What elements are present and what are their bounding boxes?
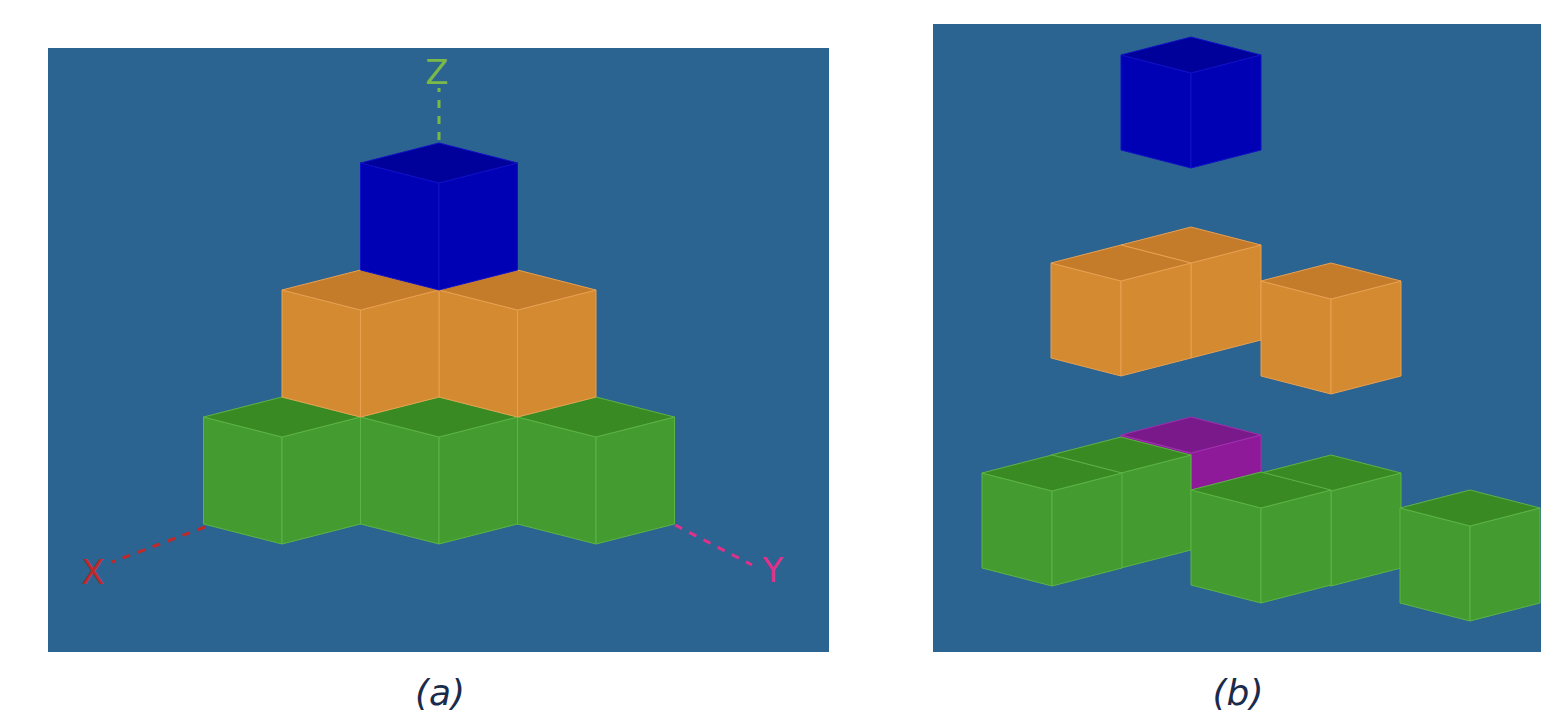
cube-face (1261, 263, 1401, 299)
cube-face (1400, 490, 1540, 526)
cube-face (439, 163, 518, 290)
cube-face (1331, 473, 1401, 586)
cube-face (1121, 455, 1191, 568)
x-axis (112, 527, 205, 562)
cube-face (439, 417, 518, 544)
cube-face (1121, 37, 1261, 73)
z-axis (438, 88, 441, 140)
cube-face (1051, 263, 1121, 376)
cube-face (1400, 508, 1470, 621)
cube-face (361, 163, 440, 290)
cube-face (596, 417, 675, 544)
cube-face (361, 290, 440, 417)
axis-label: X (81, 555, 104, 589)
cubes (204, 37, 1541, 621)
cube-face (1191, 245, 1261, 358)
cube-face (282, 417, 361, 544)
cube-face (1331, 281, 1401, 394)
panel-caption: (b) (1213, 675, 1264, 711)
cube-face (361, 143, 518, 183)
y-axis (675, 525, 752, 565)
axis-label: Z (425, 55, 448, 89)
panel-caption: (a) (415, 675, 465, 711)
cube-face (361, 417, 440, 544)
cube-face (1261, 281, 1331, 394)
cube-face (439, 290, 518, 417)
cube-face (1051, 245, 1191, 281)
cube-face (1261, 490, 1331, 603)
cube-face (982, 473, 1052, 586)
cube-face (1191, 472, 1331, 508)
cube-face (1191, 55, 1261, 168)
cube-face (982, 455, 1122, 491)
panel-a (48, 48, 829, 652)
cube-face (518, 417, 597, 544)
cube-face (1470, 508, 1540, 621)
cube-face (1191, 490, 1261, 603)
cube-face (518, 290, 597, 417)
panel-b (933, 24, 1541, 652)
cube-face (1121, 55, 1191, 168)
cube-face (204, 417, 283, 544)
cube-face (282, 290, 361, 417)
axis-label: Y (763, 553, 784, 587)
cube-face (1052, 473, 1122, 586)
cube-face (1121, 263, 1191, 376)
